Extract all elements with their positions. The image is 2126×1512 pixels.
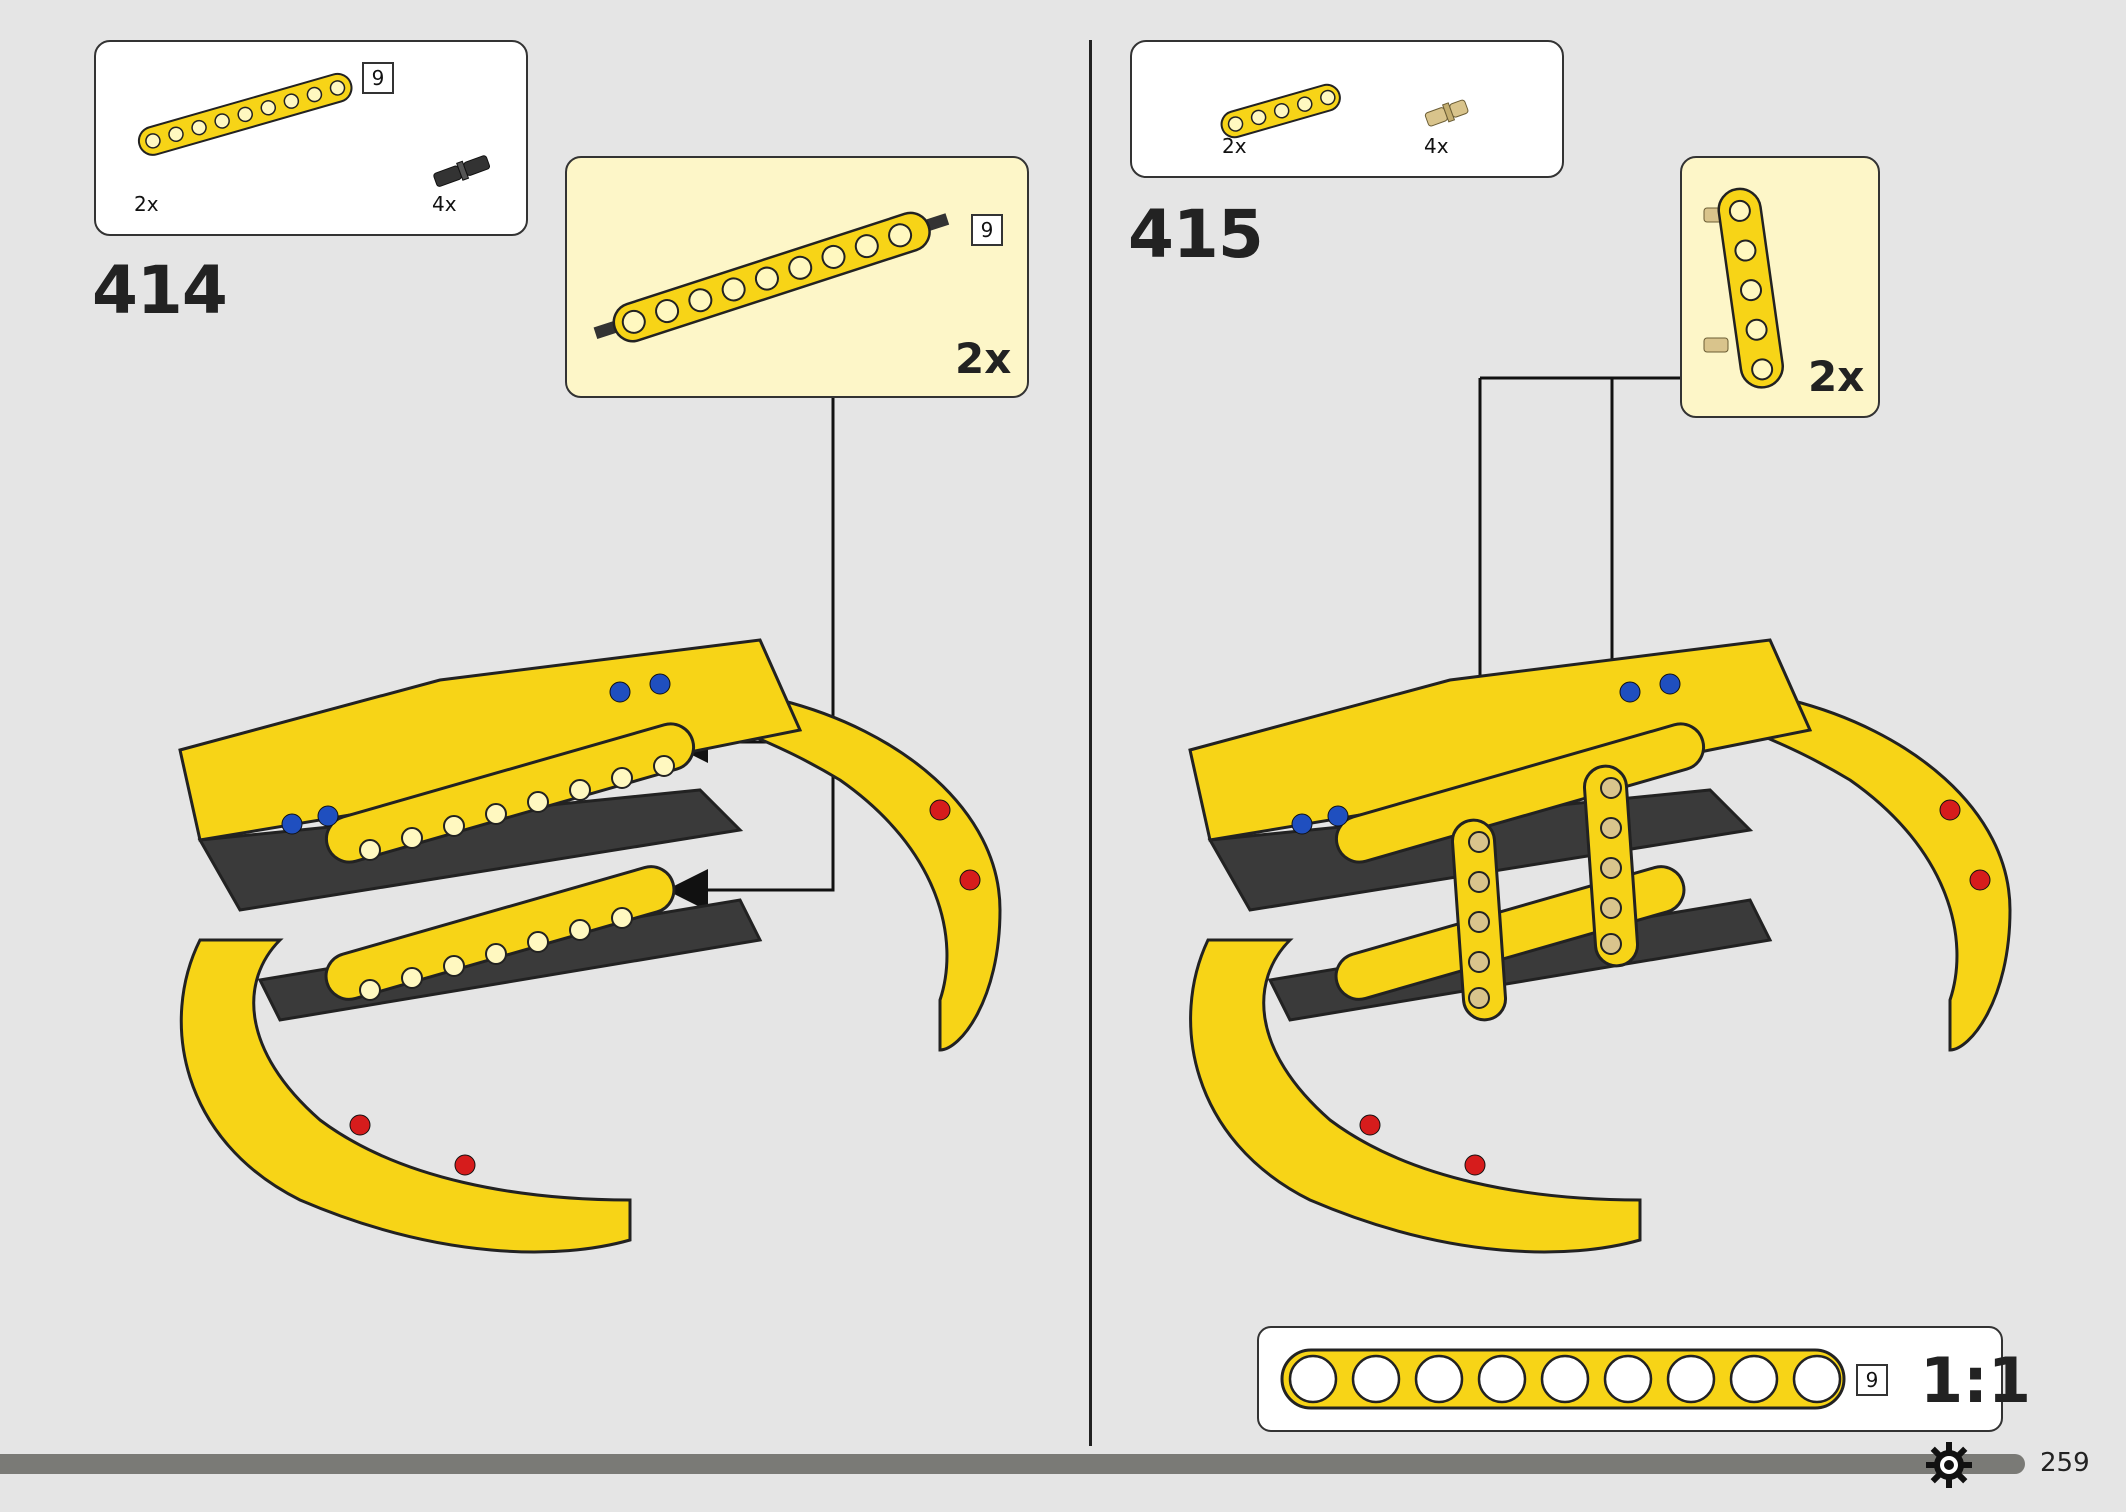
part-quantity: 4x bbox=[1424, 134, 1449, 158]
part-quantity: 2x bbox=[1222, 134, 1247, 158]
page-divider bbox=[1089, 40, 1092, 1446]
yellow-beam-5-icon bbox=[1220, 83, 1341, 139]
tan-pin-icon bbox=[1424, 99, 1469, 127]
vertical-beam-with-pins-icon bbox=[1703, 187, 1784, 389]
step-415-subassembly-callout: 2x bbox=[1680, 156, 1880, 418]
part-quantity: 2x bbox=[134, 192, 159, 216]
part-length-badge: 9 bbox=[362, 62, 394, 94]
step-414-subassembly-callout: 9 2x bbox=[565, 156, 1029, 398]
black-pin-icon bbox=[433, 155, 491, 187]
step-415-parts-list: 2x 4x bbox=[1130, 40, 1564, 178]
yellow-beam-9-icon bbox=[137, 72, 353, 156]
part-quantity: 4x bbox=[432, 192, 457, 216]
scale-label: 1:1 bbox=[1920, 1344, 2032, 1417]
step-number: 415 bbox=[1128, 196, 1264, 273]
part-length-badge: 9 bbox=[971, 214, 1003, 246]
callout-multiplier: 2x bbox=[1808, 352, 1865, 401]
gear-icon bbox=[1926, 1442, 1972, 1488]
step-number: 414 bbox=[92, 252, 228, 329]
part-length-badge: 9 bbox=[1856, 1364, 1888, 1396]
footer-progress-bar bbox=[0, 1454, 2025, 1474]
scale-beam-9-icon bbox=[1280, 1348, 1846, 1410]
claw-assembly-illustration bbox=[178, 638, 1002, 1254]
claw-assembly-illustration bbox=[1188, 638, 2012, 1254]
callout-multiplier: 2x bbox=[955, 334, 1012, 383]
step-414-parts-list: 9 2x 4x bbox=[94, 40, 528, 236]
page-number: 259 bbox=[2040, 1448, 2090, 1478]
beam-with-pins-icon bbox=[593, 211, 950, 343]
